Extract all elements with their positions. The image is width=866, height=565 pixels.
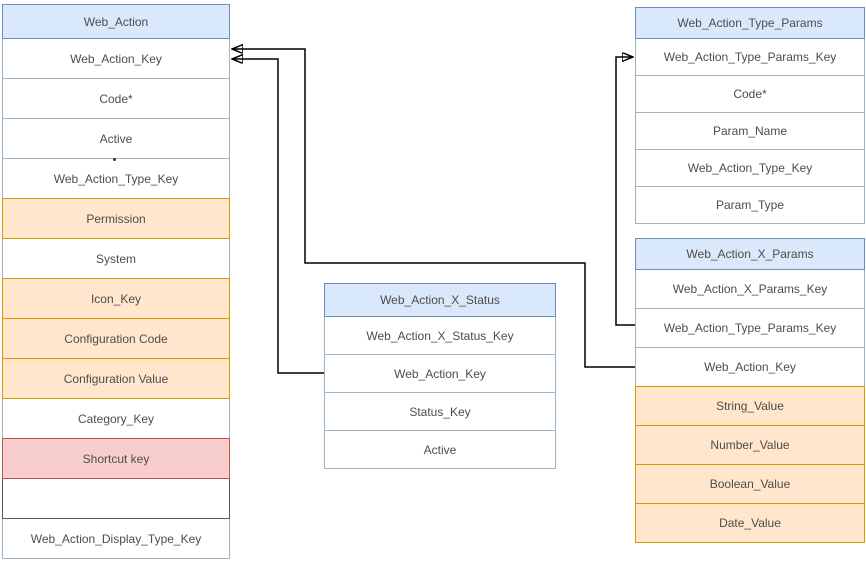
table-row-shortcut-key[interactable]: Shortcut key bbox=[2, 438, 230, 479]
table-row-empty[interactable] bbox=[2, 478, 230, 519]
asterisk-dot bbox=[113, 158, 116, 161]
table-row-param-name[interactable]: Param_Name bbox=[635, 112, 865, 150]
table-header-web-action-x-status[interactable]: Web_Action_X_Status bbox=[324, 283, 556, 317]
table-row-boolean-value[interactable]: Boolean_Value bbox=[635, 464, 865, 504]
table-row-permission[interactable]: Permission bbox=[2, 198, 230, 239]
table-row-param-type[interactable]: Param_Type bbox=[635, 186, 865, 224]
table-header-web-action-x-params[interactable]: Web_Action_X_Params bbox=[635, 238, 865, 270]
table-row-string-value[interactable]: String_Value bbox=[635, 386, 865, 426]
entity-table-web-action-x-params[interactable]: Web_Action_X_Params Web_Action_X_Params_… bbox=[635, 238, 865, 543]
table-row-configuration-value[interactable]: Configuration Value bbox=[2, 358, 230, 399]
table-row-web-action-type-params-key[interactable]: Web_Action_Type_Params_Key bbox=[635, 308, 865, 348]
table-row-web-action-key[interactable]: Web_Action_Key bbox=[635, 347, 865, 387]
table-row-configuration-code[interactable]: Configuration Code bbox=[2, 318, 230, 359]
table-row-web-action-type-key[interactable]: Web_Action_Type_Key bbox=[2, 158, 230, 199]
connector-x-params-to-web-action[interactable] bbox=[232, 49, 635, 368]
entity-table-web-action-type-params[interactable]: Web_Action_Type_Params Web_Action_Type_P… bbox=[635, 7, 865, 224]
table-header-web-action-type-params[interactable]: Web_Action_Type_Params bbox=[635, 7, 865, 39]
connector-x-params-to-type-params[interactable] bbox=[615, 57, 635, 326]
table-row-date-value[interactable]: Date_Value bbox=[635, 503, 865, 543]
table-header-web-action[interactable]: Web_Action bbox=[2, 4, 230, 39]
connector-x-status-to-web-action[interactable] bbox=[232, 59, 324, 374]
table-row-web-action-display-type-key[interactable]: Web_Action_Display_Type_Key bbox=[2, 518, 230, 559]
table-row-web-action-type-key[interactable]: Web_Action_Type_Key bbox=[635, 149, 865, 187]
entity-table-web-action-x-status[interactable]: Web_Action_X_Status Web_Action_X_Status_… bbox=[324, 283, 556, 469]
table-row-system[interactable]: System bbox=[2, 238, 230, 279]
table-row-web-action-type-params-key[interactable]: Web_Action_Type_Params_Key bbox=[635, 38, 865, 76]
table-row-active[interactable]: Active bbox=[324, 430, 556, 469]
table-row-code[interactable]: Code* bbox=[2, 78, 230, 119]
